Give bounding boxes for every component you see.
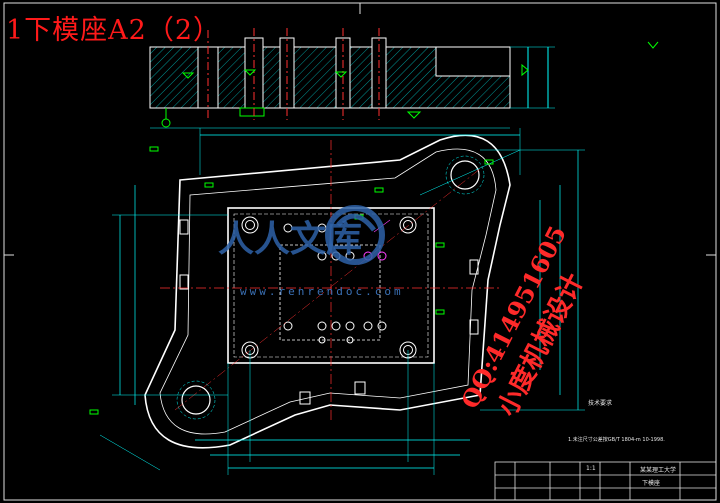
- watermark-logo: [325, 205, 385, 265]
- leader: [419, 149, 521, 196]
- roughness-symbol: [521, 63, 529, 77]
- guide-hole-counterbore: [176, 380, 216, 420]
- roughness-symbol: [334, 71, 348, 78]
- pin-hole: [363, 321, 373, 331]
- pin-hole: [331, 321, 341, 331]
- pin-hole: [318, 336, 326, 344]
- section-step: [435, 46, 511, 77]
- title-block-scale: 1:1: [586, 465, 596, 472]
- pin-hole: [283, 223, 293, 233]
- pin-hole: [346, 336, 354, 344]
- edge-slot: [354, 381, 366, 395]
- edge-slot: [299, 391, 311, 405]
- plan-view: [89, 128, 585, 475]
- title-block-part-name: 下模座: [642, 480, 661, 487]
- guide-hole: [450, 160, 480, 190]
- drawing-title: 1下模座A2（2）: [6, 15, 222, 46]
- screw-hole-inner: [245, 220, 255, 230]
- title-block-school: 某某理工大学: [640, 467, 677, 474]
- annotation-tag: [204, 182, 214, 188]
- technical-notes-line: 1.未注尺寸公差按GB/T 1804-m 10-1998.: [568, 437, 665, 443]
- roughness-symbol-general: [647, 41, 659, 49]
- section-view: [149, 28, 659, 129]
- screw-hole-inner: [403, 220, 413, 230]
- edge-slot: [469, 259, 479, 275]
- annotation-tag: [435, 242, 445, 248]
- title-block-frame: [494, 461, 717, 501]
- edge-slot: [469, 319, 479, 335]
- datum-marker: [161, 118, 171, 128]
- pin-hole: [283, 321, 293, 331]
- roughness-symbol: [181, 72, 195, 79]
- annotation-tag: [374, 187, 384, 193]
- technical-notes-title: 技术要求: [588, 400, 613, 407]
- watermark-logo-text: 人人文库: [218, 219, 363, 260]
- pin-hole: [317, 251, 327, 261]
- annotation-tag: [484, 159, 494, 165]
- annotation-tag: [435, 309, 445, 315]
- watermark-url: www.renrendoc.com: [240, 285, 404, 298]
- annotation-tag: [149, 146, 159, 152]
- title-block: [494, 461, 717, 501]
- section-boss: [239, 107, 265, 117]
- centerline-diagonal: [174, 164, 486, 411]
- guide-hole-counterbore: [445, 155, 485, 195]
- roughness-symbol: [243, 69, 257, 76]
- guide-hole: [181, 385, 211, 415]
- edge-slot: [179, 274, 189, 290]
- annotation-tag: [89, 409, 99, 415]
- edge-slot: [179, 219, 189, 235]
- screw-hole: [399, 216, 417, 234]
- screw-hole: [241, 216, 259, 234]
- pin-hole: [377, 321, 387, 331]
- plate-outline: [144, 134, 511, 449]
- roughness-symbol: [406, 111, 422, 119]
- pin-hole-highlight: [377, 251, 387, 261]
- pin-hole: [317, 321, 327, 331]
- leader: [99, 434, 161, 471]
- pin-hole: [345, 321, 355, 331]
